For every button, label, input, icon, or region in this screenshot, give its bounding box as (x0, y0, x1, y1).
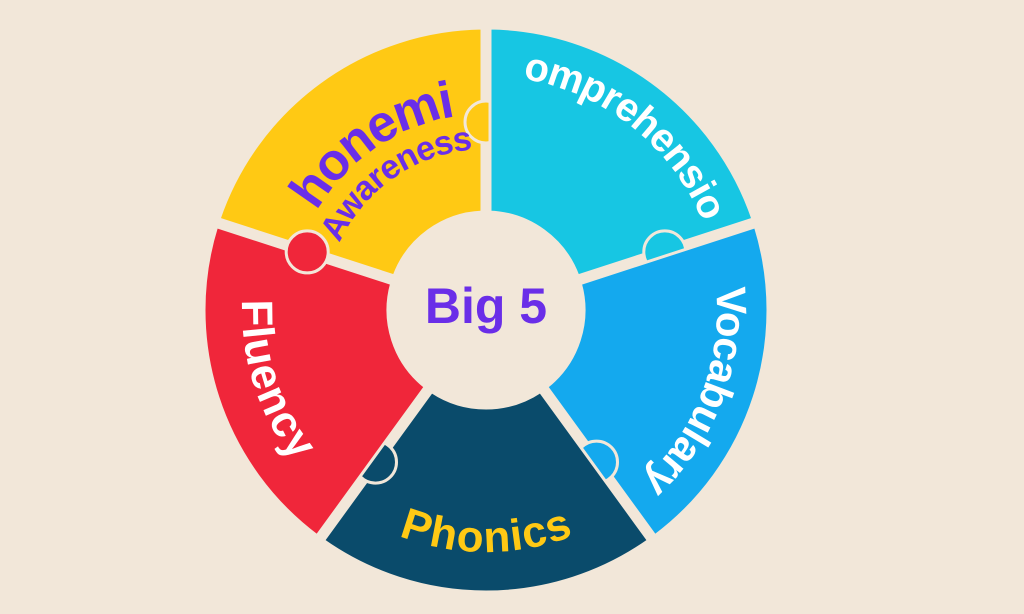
puzzle-ring (202, 26, 770, 594)
puzzle-knob-fluency (284, 229, 330, 275)
puzzle-piece-fluency (202, 224, 428, 538)
center-label: Big 5 (425, 278, 547, 334)
puzzle-piece-phonemic-awareness (217, 26, 484, 278)
puzzle-piece-comprehension (488, 26, 755, 278)
puzzle-piece-phonics (321, 389, 651, 594)
center-hub (394, 218, 578, 402)
